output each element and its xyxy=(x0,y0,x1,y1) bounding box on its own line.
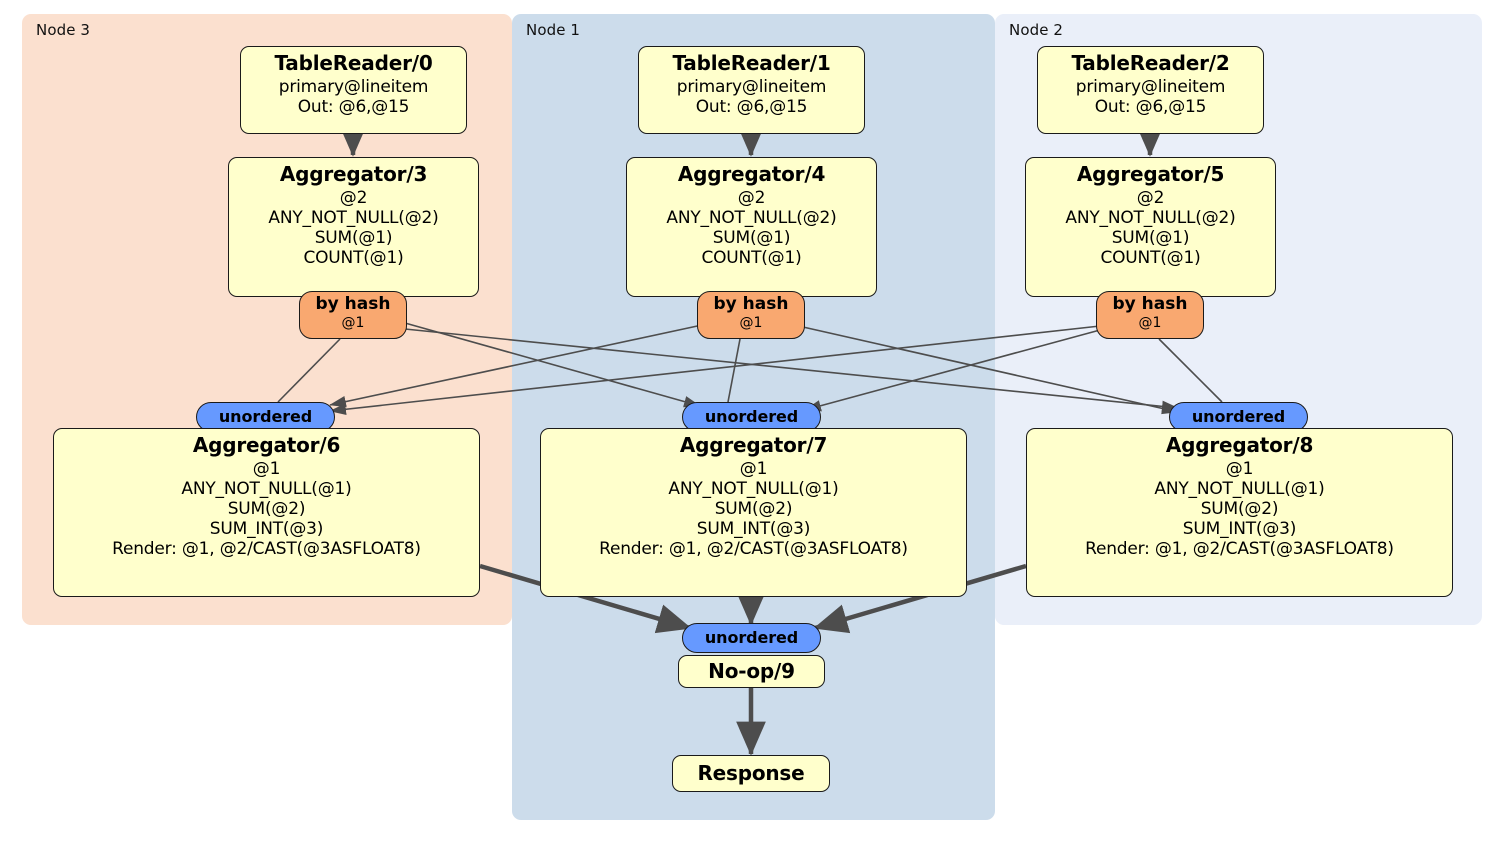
router-by-hash-left-detail: @1 xyxy=(341,314,365,331)
aggregator-4-title: Aggregator/4 xyxy=(677,162,826,186)
table-reader-1-title: TableReader/1 xyxy=(672,51,831,75)
table-reader-1-line-1: primary@lineitem xyxy=(676,76,827,97)
router-by-hash-left-title: by hash xyxy=(315,294,391,314)
synchronizer-unordered-right-title: unordered xyxy=(1191,406,1286,426)
synchronizer-unordered-left-title: unordered xyxy=(218,406,313,426)
processor-table-reader-1[interactable]: TableReader/1 primary@lineitem Out: @6,@… xyxy=(638,46,865,134)
aggregator-6-line-3: SUM(@2) xyxy=(227,498,306,519)
aggregator-4-line-2: ANY_NOT_NULL(@2) xyxy=(666,207,837,228)
aggregator-8-line-2: ANY_NOT_NULL(@1) xyxy=(1154,478,1325,499)
router-by-hash-right[interactable]: by hash @1 xyxy=(1096,291,1204,339)
aggregator-7-title: Aggregator/7 xyxy=(679,433,828,457)
panel-node-2-label: Node 2 xyxy=(1009,21,1064,39)
aggregator-8-line-3: SUM(@2) xyxy=(1200,498,1279,519)
table-reader-2-title: TableReader/2 xyxy=(1071,51,1230,75)
router-by-hash-right-title: by hash xyxy=(1112,294,1188,314)
table-reader-0-title: TableReader/0 xyxy=(274,51,433,75)
aggregator-7-line-2: ANY_NOT_NULL(@1) xyxy=(668,478,839,499)
aggregator-3-title: Aggregator/3 xyxy=(279,162,428,186)
aggregator-8-line-1: @1 xyxy=(1225,458,1254,479)
synchronizer-unordered-mid[interactable]: unordered xyxy=(682,402,821,432)
router-by-hash-mid[interactable]: by hash @1 xyxy=(697,291,805,339)
panel-node-3-label: Node 3 xyxy=(36,21,91,39)
aggregator-4-line-3: SUM(@1) xyxy=(712,227,791,248)
panel-node-1-label: Node 1 xyxy=(526,21,581,39)
processor-aggregator-7[interactable]: Aggregator/7 @1 ANY_NOT_NULL(@1) SUM(@2)… xyxy=(540,428,967,597)
aggregator-4-line-4: COUNT(@1) xyxy=(701,247,802,268)
aggregator-5-line-2: ANY_NOT_NULL(@2) xyxy=(1065,207,1236,228)
aggregator-6-line-5: Render: @1, @2/CAST(@3ASFLOAT8) xyxy=(112,538,421,559)
aggregator-7-line-3: SUM(@2) xyxy=(714,498,793,519)
aggregator-8-title: Aggregator/8 xyxy=(1165,433,1314,457)
processor-noop-9[interactable]: No-op/9 xyxy=(678,655,825,688)
aggregator-6-line-4: SUM_INT(@3) xyxy=(209,518,324,539)
processor-response[interactable]: Response xyxy=(672,755,830,792)
processor-table-reader-0[interactable]: TableReader/0 primary@lineitem Out: @6,@… xyxy=(240,46,467,134)
response-title: Response xyxy=(697,760,805,785)
processor-aggregator-5[interactable]: Aggregator/5 @2 ANY_NOT_NULL(@2) SUM(@1)… xyxy=(1025,157,1276,297)
processor-aggregator-4[interactable]: Aggregator/4 @2 ANY_NOT_NULL(@2) SUM(@1)… xyxy=(626,157,877,297)
table-reader-0-line-2: Out: @6,@15 xyxy=(297,96,410,117)
processor-table-reader-2[interactable]: TableReader/2 primary@lineitem Out: @6,@… xyxy=(1037,46,1264,134)
aggregator-6-title: Aggregator/6 xyxy=(192,433,341,457)
aggregator-3-line-4: COUNT(@1) xyxy=(303,247,404,268)
aggregator-6-line-1: @1 xyxy=(252,458,281,479)
processor-aggregator-8[interactable]: Aggregator/8 @1 ANY_NOT_NULL(@1) SUM(@2)… xyxy=(1026,428,1453,597)
aggregator-7-line-4: SUM_INT(@3) xyxy=(696,518,811,539)
table-reader-2-line-1: primary@lineitem xyxy=(1075,76,1226,97)
synchronizer-unordered-left[interactable]: unordered xyxy=(196,402,335,432)
aggregator-7-line-1: @1 xyxy=(739,458,768,479)
processor-aggregator-3[interactable]: Aggregator/3 @2 ANY_NOT_NULL(@2) SUM(@1)… xyxy=(228,157,479,297)
processor-aggregator-6[interactable]: Aggregator/6 @1 ANY_NOT_NULL(@1) SUM(@2)… xyxy=(53,428,480,597)
aggregator-4-line-1: @2 xyxy=(737,187,766,208)
aggregator-5-line-4: COUNT(@1) xyxy=(1100,247,1201,268)
router-by-hash-mid-detail: @1 xyxy=(739,314,763,331)
router-by-hash-mid-title: by hash xyxy=(713,294,789,314)
router-by-hash-right-detail: @1 xyxy=(1138,314,1162,331)
aggregator-8-line-4: SUM_INT(@3) xyxy=(1182,518,1297,539)
noop-9-title: No-op/9 xyxy=(708,658,795,683)
aggregator-5-title: Aggregator/5 xyxy=(1076,162,1225,186)
aggregator-6-line-2: ANY_NOT_NULL(@1) xyxy=(181,478,352,499)
aggregator-8-line-5: Render: @1, @2/CAST(@3ASFLOAT8) xyxy=(1085,538,1394,559)
aggregator-7-line-5: Render: @1, @2/CAST(@3ASFLOAT8) xyxy=(599,538,908,559)
aggregator-5-line-3: SUM(@1) xyxy=(1111,227,1190,248)
aggregator-5-line-1: @2 xyxy=(1136,187,1165,208)
router-by-hash-left[interactable]: by hash @1 xyxy=(299,291,407,339)
table-reader-0-line-1: primary@lineitem xyxy=(278,76,429,97)
synchronizer-unordered-mid-title: unordered xyxy=(704,406,799,426)
table-reader-1-line-2: Out: @6,@15 xyxy=(695,96,808,117)
synchronizer-unordered-final[interactable]: unordered xyxy=(682,623,821,653)
table-reader-2-line-2: Out: @6,@15 xyxy=(1094,96,1207,117)
aggregator-3-line-1: @2 xyxy=(339,187,368,208)
aggregator-3-line-2: ANY_NOT_NULL(@2) xyxy=(268,207,439,228)
aggregator-3-line-3: SUM(@1) xyxy=(314,227,393,248)
synchronizer-unordered-final-title: unordered xyxy=(704,627,799,647)
